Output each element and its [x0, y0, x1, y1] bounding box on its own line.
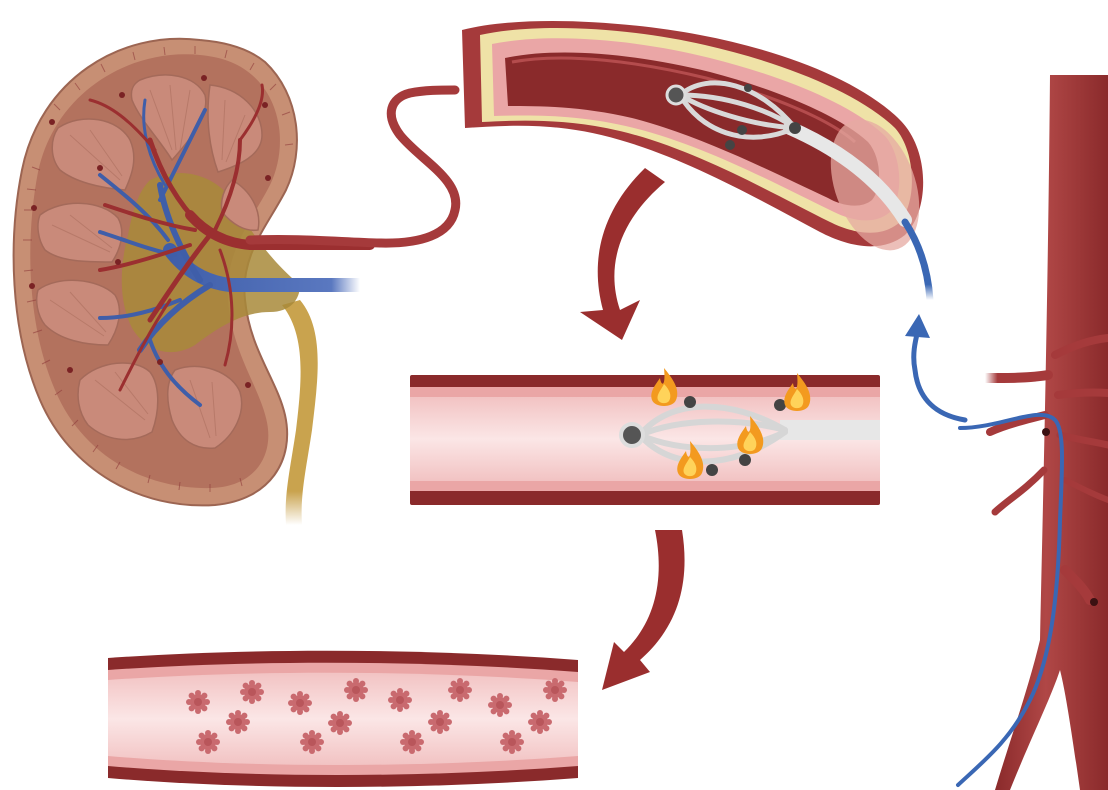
lesion-icon — [288, 691, 312, 715]
lesion-icon — [196, 730, 220, 754]
lesion-icon — [226, 710, 250, 734]
cutaway-catheter-blue — [905, 222, 930, 300]
ostium-dot — [1042, 428, 1050, 436]
lesion-icon — [500, 730, 524, 754]
lesion-icon — [300, 730, 324, 754]
ablation-vessel — [410, 368, 880, 505]
electrode-icon — [684, 396, 696, 408]
lesion-icon — [400, 730, 424, 754]
lesion-icon — [528, 710, 552, 734]
electrode-icon — [744, 84, 752, 92]
arrow-cutaway-to-ablation — [580, 168, 665, 340]
electrode-icon — [789, 122, 801, 134]
electrode-icon — [725, 140, 735, 150]
electrode-icon — [774, 399, 786, 411]
healed-vessel — [108, 651, 578, 787]
flame-icon — [651, 368, 677, 406]
lesion-icon — [186, 690, 210, 714]
aorta-with-catheter — [958, 75, 1108, 790]
lesion-icon — [344, 678, 368, 702]
electrode-icon — [706, 464, 718, 476]
ostium-dot — [1090, 598, 1098, 606]
lesion-icon — [328, 711, 352, 735]
arrow-head-blue — [905, 314, 930, 338]
kidney-cross-section — [14, 39, 456, 525]
lesion-icon — [543, 678, 567, 702]
electrode-icon — [737, 125, 747, 135]
renal-artery-cutaway — [462, 21, 936, 300]
arrow-ablation-to-healed — [602, 530, 685, 690]
ureter — [282, 300, 318, 525]
arrow-aorta-to-cutaway — [914, 330, 965, 420]
lesion-icon — [488, 693, 512, 717]
lesion-icon — [448, 678, 472, 702]
electrode-icon — [621, 424, 643, 446]
lesion-icon — [240, 680, 264, 704]
lesion-icon — [388, 688, 412, 712]
electrode-icon — [739, 454, 751, 466]
lesion-icon — [428, 710, 452, 734]
aorta-trunk — [995, 75, 1108, 790]
electrode-icon — [667, 86, 685, 104]
